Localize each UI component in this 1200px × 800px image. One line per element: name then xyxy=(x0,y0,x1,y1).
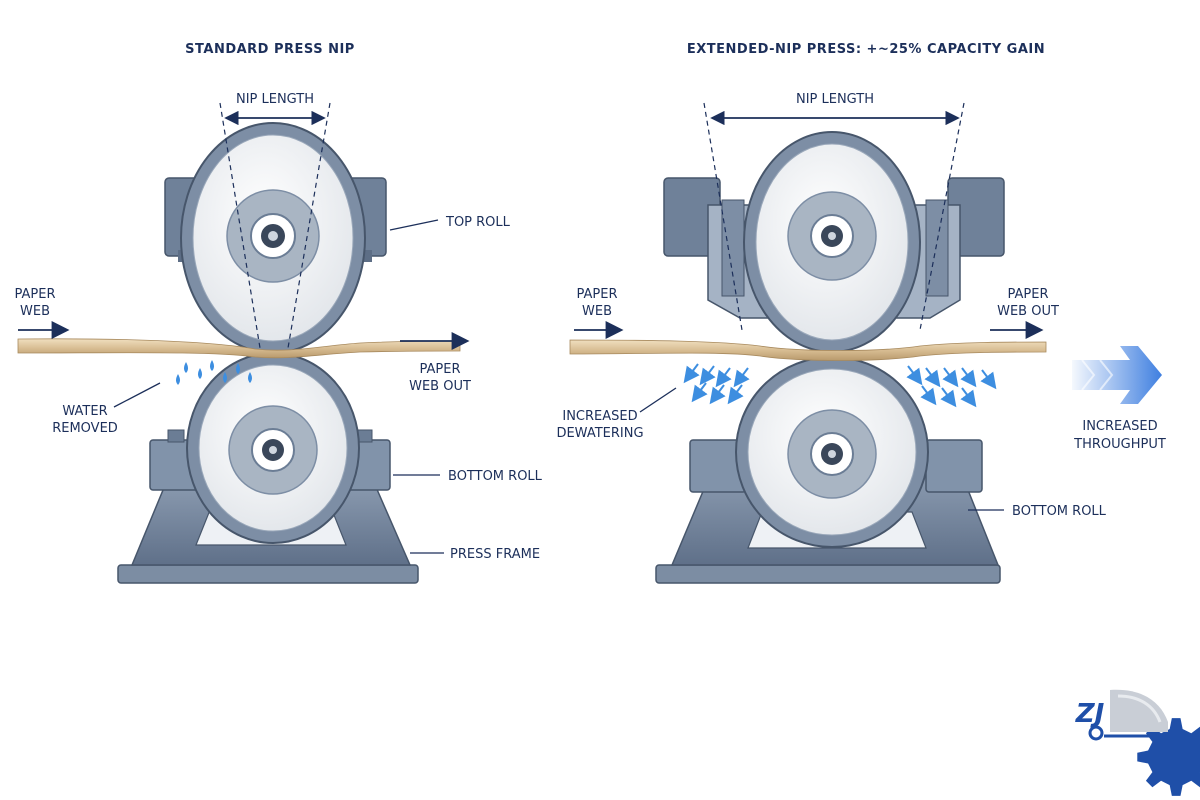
standard-paper-web-in-line1: PAPER xyxy=(15,287,56,302)
extended-paper-web xyxy=(569,339,1047,361)
extended-press: EXTENDED-NIP PRESS: +~25% CAPACITY GAIN xyxy=(556,42,1166,584)
increased-throughput-line1: INCREASED xyxy=(1082,419,1157,434)
standard-nip-length-dimension: NIP LENGTH xyxy=(219,92,331,349)
increased-dewatering-line2: DEWATERING xyxy=(556,426,643,441)
standard-top-roll xyxy=(180,122,366,354)
water-removed-line2: REMOVED xyxy=(52,421,118,436)
extended-nip-length-label: NIP LENGTH xyxy=(796,92,874,107)
throughput-arrow-icon xyxy=(1072,346,1162,404)
logo-text: ZJ xyxy=(1075,699,1105,729)
increased-throughput-line2: THROUGHPUT xyxy=(1073,437,1166,452)
standard-paper-web-in-line2: WEB xyxy=(20,304,50,319)
increased-dewatering-line1: INCREASED xyxy=(562,409,637,424)
extended-bottom-roll-label: BOTTOM ROLL xyxy=(1012,504,1107,519)
extended-paper-web-out-line2: WEB OUT xyxy=(997,304,1059,319)
press-frame-label: PRESS FRAME xyxy=(450,547,540,562)
extended-paper-web-in-line2: WEB xyxy=(582,304,612,319)
extended-nip-length-dimension: NIP LENGTH xyxy=(703,92,965,331)
dewatering-arrows xyxy=(683,363,997,408)
water-removed-line1: WATER xyxy=(62,404,107,419)
extended-paper-web-out-line1: PAPER xyxy=(1008,287,1049,302)
standard-paper-web-out-line2: WEB OUT xyxy=(409,379,471,394)
extended-top-roll xyxy=(743,131,921,353)
extended-paper-web-in-line1: PAPER xyxy=(577,287,618,302)
top-roll-label: TOP ROLL xyxy=(445,215,511,230)
standard-paper-web xyxy=(17,338,461,359)
extended-title: EXTENDED-NIP PRESS: +~25% CAPACITY GAIN xyxy=(687,42,1045,57)
water-drops xyxy=(176,360,252,385)
standard-bottom-roll-label: BOTTOM ROLL xyxy=(448,469,543,484)
standard-nip-length-label: NIP LENGTH xyxy=(236,92,314,107)
standard-title: STANDARD PRESS NIP xyxy=(185,42,355,57)
gear-logo-icon: ZJ xyxy=(1064,684,1200,796)
standard-paper-web-out-line1: PAPER xyxy=(420,362,461,377)
extended-bottom-roll xyxy=(735,356,929,548)
standard-press: STANDARD PRESS NIP xyxy=(15,42,543,584)
standard-bottom-roll xyxy=(186,352,360,544)
